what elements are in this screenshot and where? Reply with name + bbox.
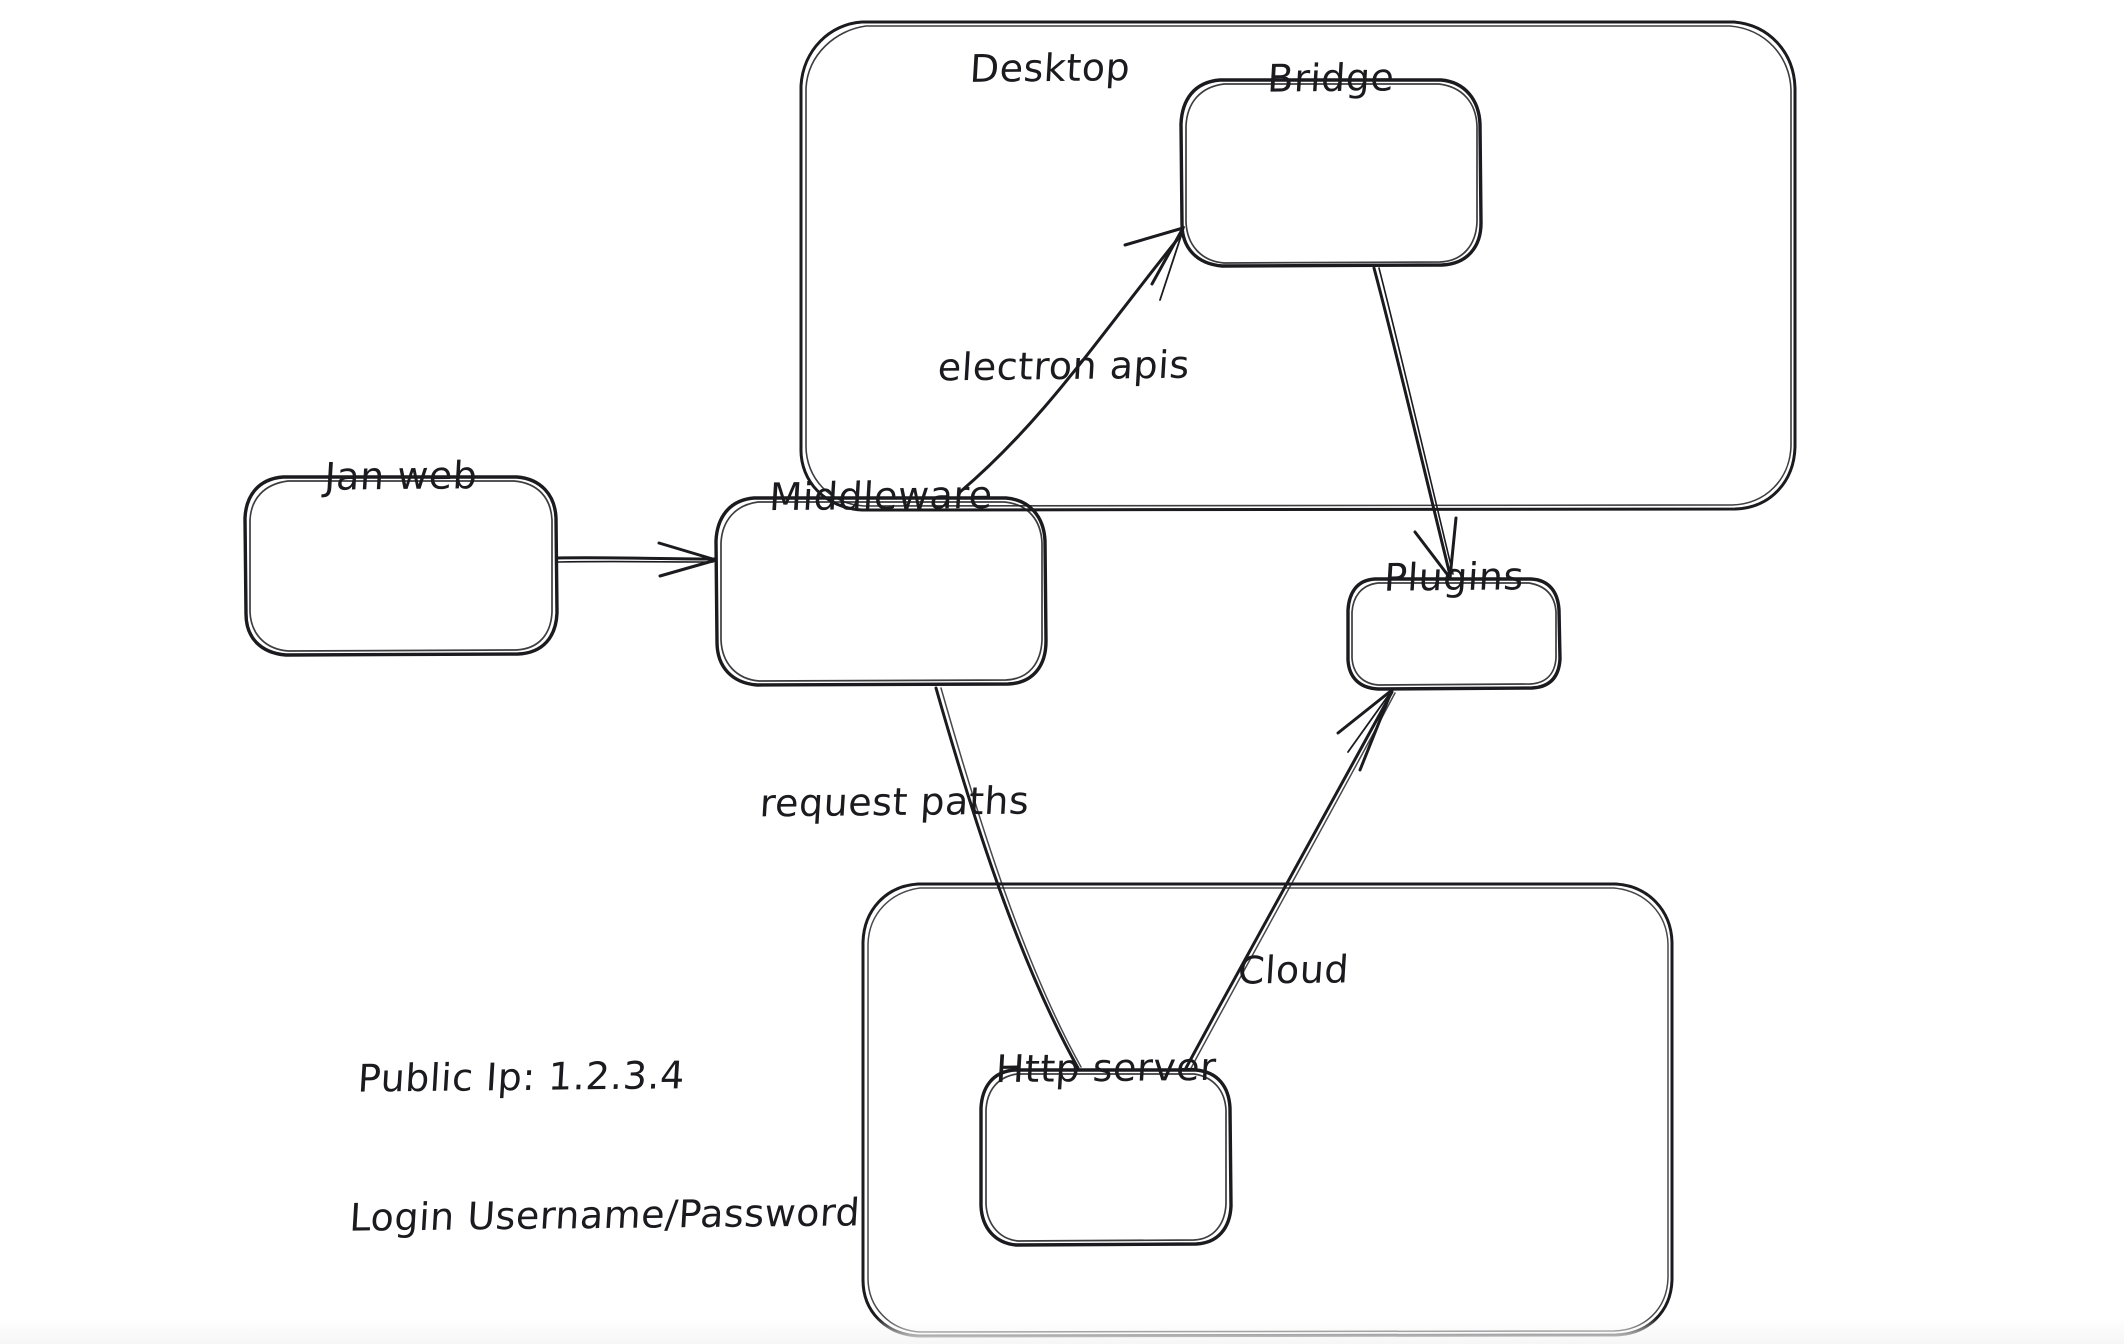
note-line-public-ip: Public Ip: 1.2.3.4 <box>356 1052 687 1101</box>
edge-http-to-plugins <box>1184 688 1396 1071</box>
edge-label-electron-apis: electron apis <box>936 342 1191 390</box>
node-label-http-server: Http server <box>994 1044 1218 1092</box>
node-middleware[interactable] <box>714 496 1048 687</box>
edge-label-request-paths: request paths <box>758 778 1031 826</box>
node-label-middleware: Middleware <box>768 472 994 520</box>
edge-middleware-to-bridge <box>958 226 1185 494</box>
group-label-desktop: Desktop <box>968 45 1132 91</box>
note-public-ip: Public Ip: 1.2.3.4 Login Username/Passwo… <box>343 957 876 1333</box>
node-bridge[interactable] <box>1179 78 1483 268</box>
node-jan-web[interactable] <box>243 475 559 657</box>
edge-middleware-to-http <box>934 686 1082 1070</box>
node-http-server[interactable] <box>979 1068 1233 1247</box>
group-desktop[interactable] <box>799 20 1797 512</box>
edge-jan-to-middleware <box>555 541 718 578</box>
edge-label-cloud: Cloud <box>1236 947 1351 993</box>
edge-bridge-to-plugins <box>1372 266 1458 580</box>
node-label-plugins: Plugins <box>1382 554 1526 600</box>
node-plugins[interactable] <box>1346 577 1562 691</box>
node-label-bridge: Bridge <box>1266 55 1396 101</box>
node-label-jan-web: Jan web <box>323 453 479 499</box>
note-line-login: Login Username/Password <box>348 1190 862 1240</box>
